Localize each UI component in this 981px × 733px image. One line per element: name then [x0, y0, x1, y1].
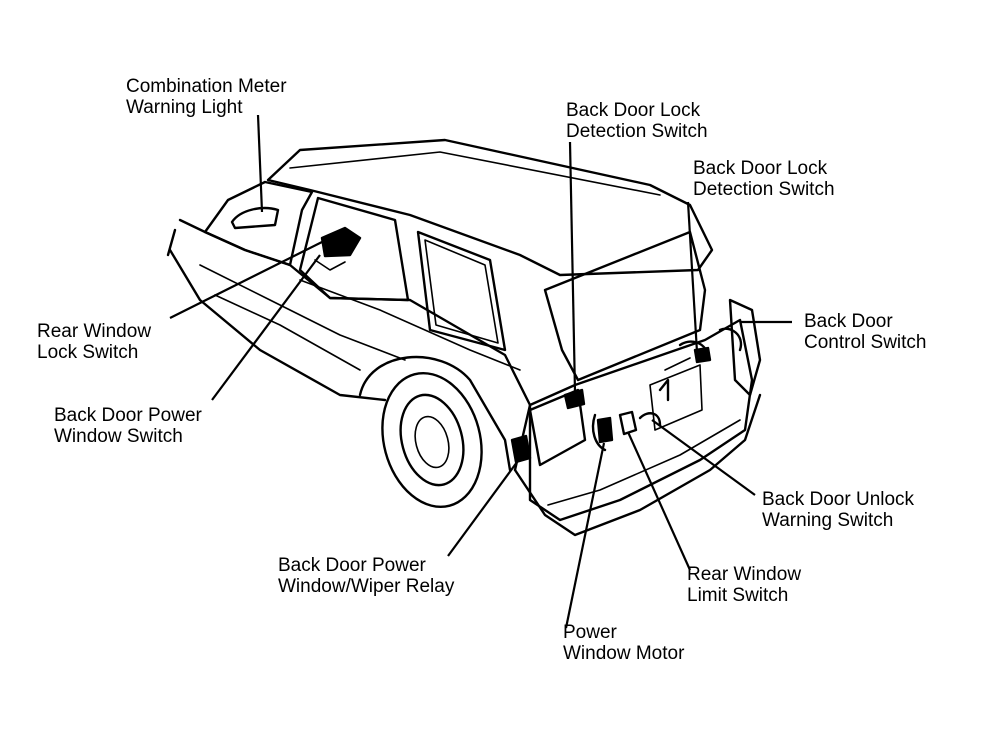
label-back-door-unlock-warning-switch: Back Door Unlock Warning Switch: [762, 489, 914, 531]
label-line: Warning Light: [126, 97, 243, 118]
label-back-door-lock-detection-switch-2: Back Door Lock Detection Switch: [693, 158, 835, 200]
leader-back-door-lock-1: [568, 141, 577, 393]
label-line: Back Door Power: [54, 405, 202, 426]
label-back-door-lock-detection-switch-1: Back Door Lock Detection Switch: [566, 100, 708, 142]
label-rear-window-lock-switch: Rear Window Lock Switch: [37, 321, 151, 363]
label-line: Window Motor: [563, 643, 685, 664]
leader-back-door-lock-2: [686, 201, 699, 353]
label-rear-window-limit-switch: Rear Window Limit Switch: [687, 564, 801, 606]
leader-power-window-motor: [564, 442, 606, 629]
leader-back-door-power-window: [211, 254, 321, 401]
label-line: Back Door Lock: [566, 100, 701, 121]
label-line: Combination Meter: [126, 76, 287, 97]
label-line: Lock Switch: [37, 342, 139, 363]
label-line: Rear Window: [37, 321, 152, 342]
label-line: Back Door Power: [278, 555, 426, 576]
leader-relay: [447, 457, 521, 557]
label-line: Window Switch: [54, 426, 183, 447]
leader-rear-window-limit: [626, 431, 692, 571]
label-line: Back Door Unlock: [762, 489, 915, 510]
label-line: Warning Switch: [762, 510, 894, 531]
label-line: Back Door Lock: [693, 158, 828, 179]
leader-back-door-unlock: [651, 419, 756, 496]
label-line: Limit Switch: [687, 585, 789, 606]
label-line: Rear Window: [687, 564, 802, 585]
vehicle-outline: [166, 138, 762, 537]
label-line: Detection Switch: [693, 179, 835, 200]
label-back-door-control-switch: Back Door Control Switch: [804, 311, 927, 353]
label-line: Control Switch: [804, 332, 927, 353]
leader-rear-window-lock: [169, 241, 323, 319]
label-back-door-power-window-wiper-relay: Back Door Power Window/Wiper Relay: [278, 555, 454, 597]
label-line: Window/Wiper Relay: [278, 576, 455, 597]
label-back-door-power-window-switch: Back Door Power Window Switch: [54, 405, 202, 447]
label-line: Back Door: [804, 311, 893, 332]
leader-combination-meter: [256, 114, 264, 213]
label-line: Power: [563, 622, 617, 643]
label-combination-meter-warning-light: Combination Meter Warning Light: [126, 76, 287, 118]
leader-lines: [169, 114, 792, 629]
label-power-window-motor: Power Window Motor: [563, 622, 684, 664]
label-line: Detection Switch: [566, 121, 708, 142]
